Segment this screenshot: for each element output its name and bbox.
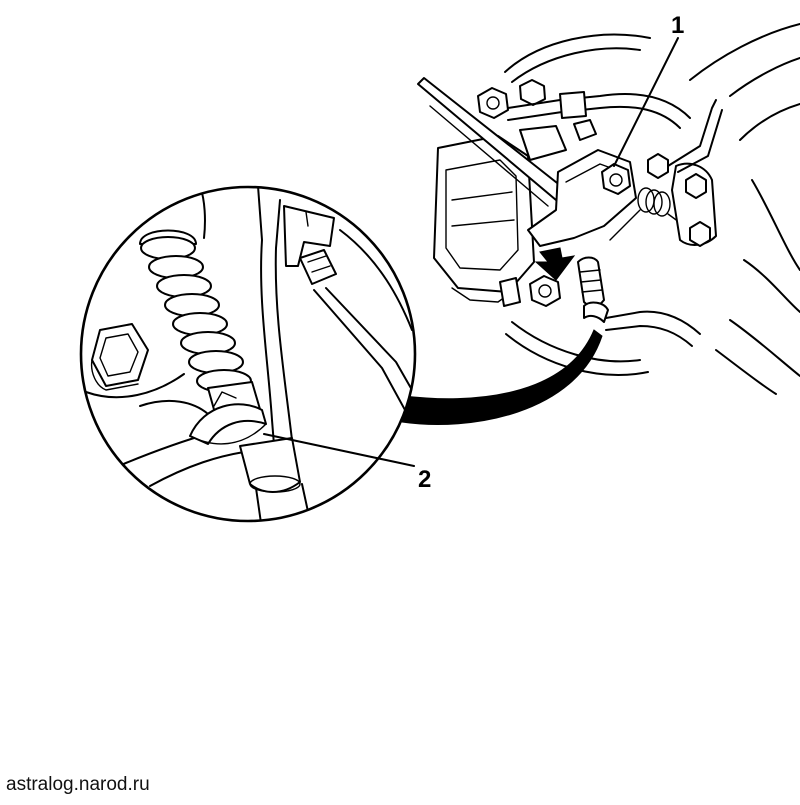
spring-turn	[729, 57, 800, 97]
wire-connector-detail	[307, 255, 331, 273]
caliper-housing-detail	[445, 159, 519, 271]
site-watermark: astralog.narod.ru	[6, 774, 150, 795]
spring-turn	[689, 23, 800, 81]
support-bracket-bolt	[689, 221, 711, 247]
upper-bolt-left-center	[486, 96, 500, 110]
spring-turn	[715, 349, 777, 395]
housing-curve-left	[85, 373, 185, 399]
bracket-right-edge	[274, 199, 297, 481]
spring-turn	[729, 319, 800, 377]
cable-sleeve	[239, 437, 301, 493]
housing-curve-lower-left	[139, 399, 209, 415]
spring-turn	[743, 259, 800, 313]
spring-turn	[751, 179, 800, 271]
push-direction-arrow	[534, 247, 576, 281]
bracket-left-edge	[257, 187, 277, 471]
cable-retaining-clip-edge	[189, 423, 267, 445]
magnified-detail-view	[79, 185, 417, 523]
lever-bolt-center	[609, 173, 623, 187]
callout-1-leader	[613, 37, 679, 167]
housing-curve-right	[339, 229, 413, 331]
spring-coil	[653, 191, 671, 217]
hose-fitting	[559, 91, 587, 119]
brake-line-upper-2	[507, 105, 681, 129]
bracket-tab-slot	[305, 211, 309, 227]
magnifier-connector-band	[401, 329, 603, 426]
cable-retaining-clip-small	[583, 301, 609, 323]
lower-bolt-washer	[499, 277, 521, 307]
disc-top-rim	[511, 47, 641, 83]
lower-body-line	[255, 483, 313, 521]
lower-guide-bolt-center	[538, 284, 552, 298]
lever-bolt-hex	[601, 163, 631, 195]
handbrake-cable-lower	[605, 310, 701, 347]
clip-tab	[213, 391, 237, 407]
disc-top-edge	[504, 33, 651, 73]
upper-body-block	[519, 125, 567, 161]
hex-bolt-flange	[90, 359, 139, 391]
magnified-contents	[85, 187, 415, 521]
hex-bolt-face	[99, 333, 139, 377]
screwdriver-shaft-edge	[429, 105, 549, 207]
brake-line-upper	[507, 93, 691, 119]
cable-bellows-boot	[139, 229, 252, 393]
handbrake-lever-bracket	[527, 149, 637, 247]
housing-curve-bottom-2	[149, 451, 245, 487]
callout-2-leader	[263, 433, 415, 467]
callout-2-label: 2	[418, 466, 431, 493]
cable-sleeve-end	[249, 475, 301, 493]
support-bracket-nut	[685, 173, 707, 199]
small-fitting	[573, 119, 597, 141]
magnifier-circle-outline	[79, 185, 417, 523]
caliper-rib	[451, 191, 515, 227]
upper-bolt-right	[519, 79, 546, 106]
handbrake-cable	[667, 99, 723, 173]
lower-guide-bolt	[529, 275, 561, 307]
bracket-tab	[283, 205, 335, 267]
callout-1-label: 1	[671, 12, 684, 39]
caliper-assembly-view	[417, 23, 800, 395]
spring-turn	[739, 103, 800, 141]
cable-boot-ribs	[579, 269, 603, 293]
suspension-spring	[689, 23, 800, 395]
cable-end-nut	[647, 153, 669, 179]
upper-bolt-left	[477, 87, 509, 119]
spring-coil	[645, 189, 663, 215]
cable-retaining-clip	[189, 403, 267, 445]
disc-bottom-rim	[511, 321, 641, 363]
wire-connector	[299, 249, 337, 285]
